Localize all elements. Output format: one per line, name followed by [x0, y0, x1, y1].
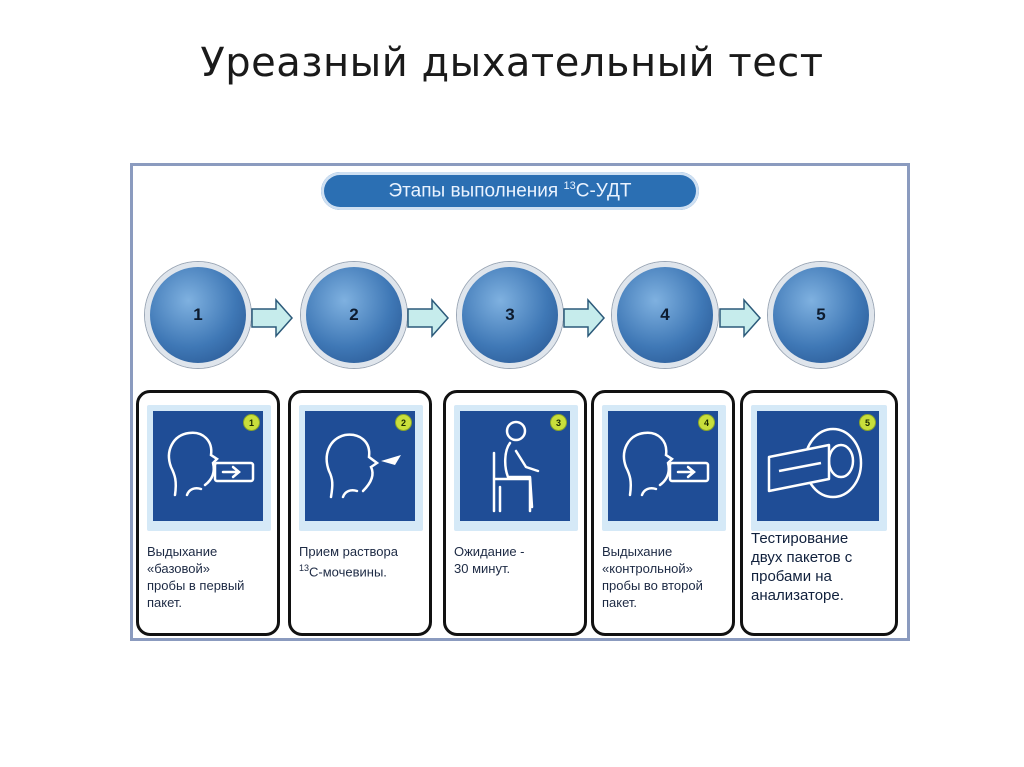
step-number: 2 [349, 305, 359, 324]
step-illustration: 2 [299, 405, 423, 531]
step-badge: 4 [698, 414, 715, 431]
step-description: Прием раствора 13С-мочевины. [299, 543, 427, 580]
breath-bag-icon [622, 431, 710, 497]
diagram-panel: Этапы выполнения 13С-УДТ 1 2 3 4 5 [130, 163, 910, 641]
stages-header-prefix: Этапы выполнения [388, 180, 564, 202]
step-description: Выдыхание «базовой» пробы в первый пакет… [147, 544, 245, 610]
step-card-1: 1 Выдыхание «базовой» пробы в первый пак… [136, 390, 280, 636]
slide-title: Уреазный дыхательный тест [200, 40, 824, 86]
step-circle-1: 1 [145, 262, 251, 368]
analyzer-icon [767, 427, 863, 499]
step-number: 3 [505, 305, 515, 324]
step-circle-3: 3 [457, 262, 563, 368]
step-description: Выдыхание «контрольной» пробы во второй … [602, 544, 703, 610]
step-description-superscript: 13 [299, 563, 310, 573]
step-card-4: 4 Выдыхание «контрольной» пробы во второ… [591, 390, 735, 636]
step-badge: 5 [859, 414, 876, 431]
step-card-5: 5 Тестирование двух пакетов с пробами на… [740, 390, 898, 636]
step-illustration: 3 [454, 405, 578, 531]
step-card-2: 2 Прием раствора 13С-мочевины. [288, 390, 432, 636]
step-circles-row: 1 2 3 4 5 [133, 262, 907, 382]
stages-header-suffix: С-УДТ [575, 180, 632, 202]
step-number: 4 [660, 305, 670, 324]
step-circle-4: 4 [612, 262, 718, 368]
step-badge: 3 [550, 414, 567, 431]
stages-header-superscript: 13 [563, 179, 576, 192]
step-circle-5: 5 [768, 262, 874, 368]
step-card-3: 3 Ожидание - 30 минут. [443, 390, 587, 636]
stages-header-text: Этапы выполнения 13С-УДТ [389, 180, 632, 202]
step-illustration: 1 [147, 405, 271, 531]
step-number: 1 [193, 305, 203, 324]
step-illustration: 5 [751, 405, 887, 531]
right-arrow-icon [407, 298, 449, 338]
step-badge: 1 [243, 414, 260, 431]
seated-person-icon [492, 420, 540, 513]
step-description: Ожидание - 30 минут. [454, 544, 525, 576]
step-badge: 2 [395, 414, 412, 431]
step-illustration: 4 [602, 405, 726, 531]
stages-header: Этапы выполнения 13С-УДТ [321, 172, 699, 210]
drink-solution-icon [325, 433, 401, 499]
right-arrow-icon [251, 298, 293, 338]
step-circle-2: 2 [301, 262, 407, 368]
step-description-line: С-мочевины. [309, 564, 387, 580]
right-arrow-icon [563, 298, 605, 338]
breath-bag-icon [167, 431, 255, 497]
step-number: 5 [816, 305, 826, 324]
step-description: Тестирование двух пакетов с пробами на а… [751, 530, 853, 604]
right-arrow-icon [719, 298, 761, 338]
step-description-line: Прием раствора [299, 544, 398, 559]
